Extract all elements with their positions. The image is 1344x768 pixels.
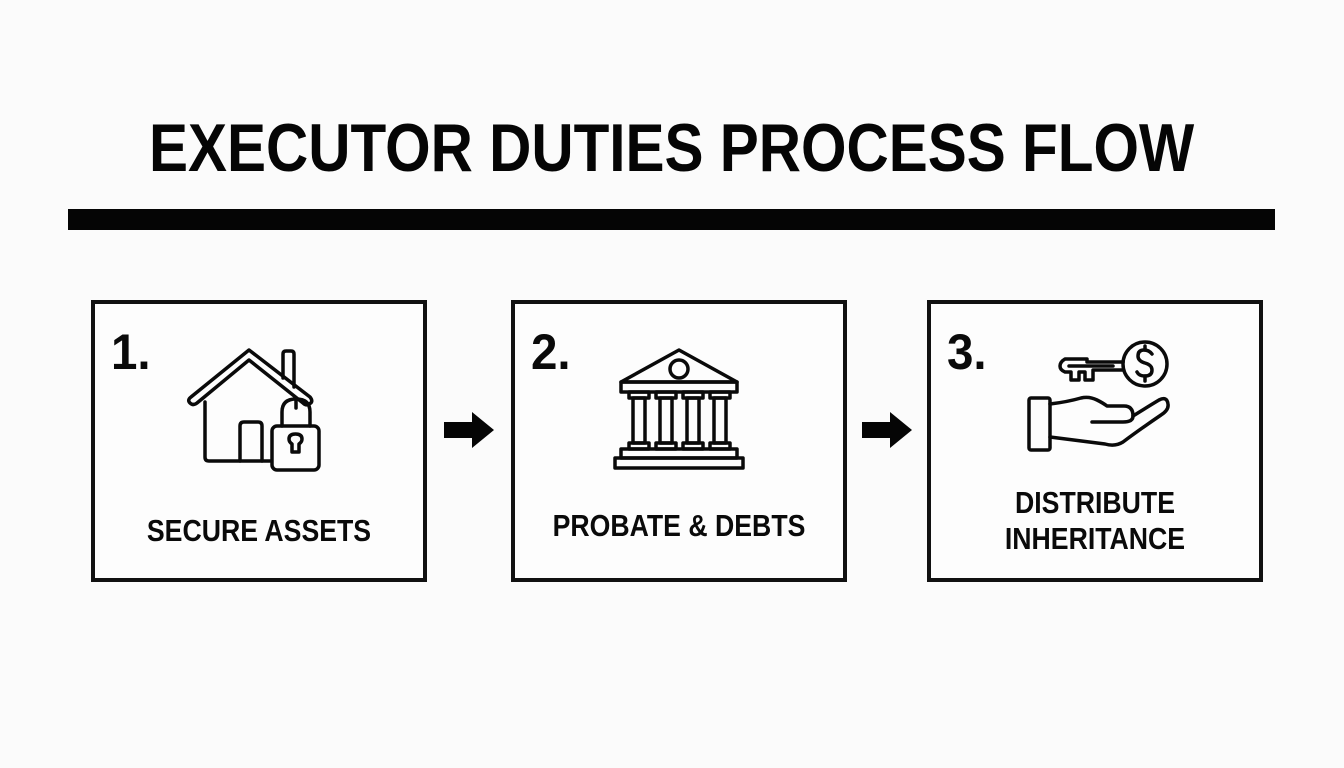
hand-key-dollar-icon — [1027, 340, 1170, 452]
title-divider — [68, 209, 1275, 230]
step-number: 1. — [111, 324, 151, 380]
step-label: SECURE ASSETS — [146, 513, 372, 548]
step-label: PROBATE & DEBTS — [552, 508, 806, 543]
step-number: 3. — [947, 324, 987, 380]
arrow-right-icon — [862, 412, 912, 448]
step-3-distribute-inheritance: 3. DISTRIBUTE INHERITANCE — [927, 300, 1263, 582]
courthouse-icon — [613, 348, 745, 470]
step-number: 2. — [531, 324, 571, 380]
step-1-secure-assets: 1. SECURE ASSETS — [91, 300, 427, 582]
house-lock-icon — [186, 348, 321, 472]
step-2-probate-debts: 2. PROBATE & DEBTS — [511, 300, 847, 582]
key-dollar-icon — [1058, 340, 1169, 388]
step-label-line-2: INHERITANCE — [1004, 521, 1186, 556]
page-title: EXECUTOR DUTIES PROCESS FLOW — [148, 110, 1195, 186]
arrow-right-icon — [444, 412, 494, 448]
open-hand-icon — [1027, 395, 1170, 452]
step-label-line-1: DISTRIBUTE — [1015, 485, 1175, 520]
